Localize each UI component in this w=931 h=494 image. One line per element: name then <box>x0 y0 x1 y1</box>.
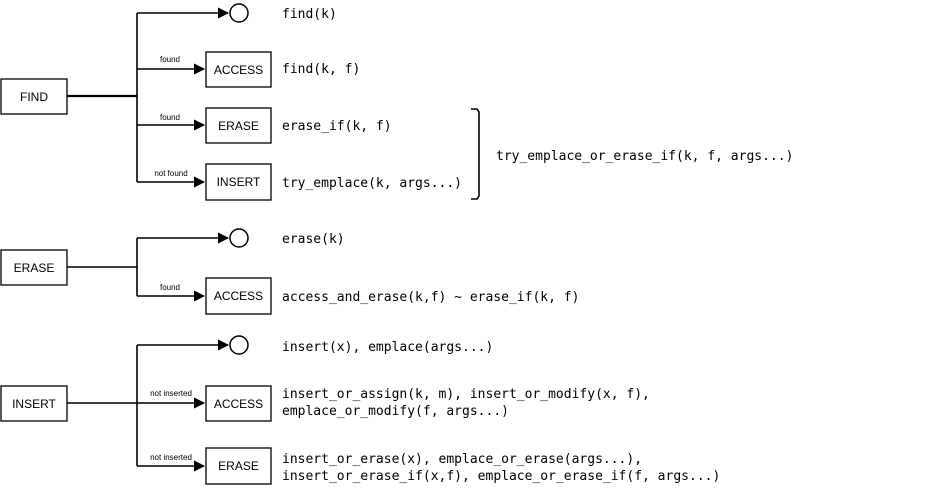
insert-erase-node <box>205 447 272 485</box>
insert-access-label: ACCESS <box>214 397 263 411</box>
find-combined-text: try_emplace_or_erase_if(k, f, args...) <box>496 149 793 164</box>
find-node-label: FIND <box>20 90 48 104</box>
find-branch-2-text: erase_if(k, f) <box>282 119 392 134</box>
erase-group: ERASE erase(k) found ACCESS access_and_e… <box>0 228 579 315</box>
insert-branch-0-text: insert(x), emplace(args...) <box>282 340 493 355</box>
find-branch-3-text: try_emplace(k, args...) <box>282 176 462 191</box>
find-node <box>0 78 68 115</box>
find-branch-3-condition: not found <box>154 169 187 178</box>
insert-branch-2-line-0: insert_or_erase(x), emplace_or_erase(arg… <box>282 452 642 467</box>
find-branch-1-condition: found <box>160 55 180 64</box>
erase-access-label: ACCESS <box>214 289 263 303</box>
find-erase-node <box>205 107 272 144</box>
erase-node-label: ERASE <box>14 261 55 275</box>
find-insert-node <box>205 163 272 201</box>
insert-branch-2-condition: not inserted <box>150 453 192 462</box>
insert-branch-2-line-1: insert_or_erase_if(x,f), emplace_or_eras… <box>282 469 720 484</box>
find-branch-1-text: find(k, f) <box>282 62 360 77</box>
insert-group: INSERT insert(x), emplace(args...) not i… <box>0 335 720 485</box>
find-access-label: ACCESS <box>214 63 263 77</box>
insert-node-label: INSERT <box>12 397 56 411</box>
find-insert-label: INSERT <box>217 175 261 189</box>
find-branch-0-text: find(k) <box>282 7 337 22</box>
find-group: FIND find(k) found ACCESS find(k, f) fou… <box>0 3 793 201</box>
insert-access-node <box>205 385 272 422</box>
insert-terminal-node <box>229 335 249 355</box>
erase-branch-0-text: erase(k) <box>282 232 345 247</box>
erase-branch-1-text: access_and_erase(k,f) ~ erase_if(k, f) <box>282 290 579 305</box>
find-branch-2-condition: found <box>160 113 180 122</box>
insert-node <box>0 385 68 422</box>
insert-branch-1-condition: not inserted <box>150 389 192 398</box>
erase-access-node <box>205 277 272 315</box>
find-erase-label: ERASE <box>218 119 259 133</box>
erase-terminal-node <box>229 228 249 248</box>
erase-branch-1-condition: found <box>160 283 180 292</box>
insert-branch-1-line-1: emplace_or_modify(f, args...) <box>282 404 509 419</box>
find-access-node <box>205 51 272 88</box>
find-terminal-node <box>229 3 249 23</box>
erase-node <box>0 249 68 286</box>
insert-erase-label: ERASE <box>218 459 259 473</box>
insert-branch-1-line-0: insert_or_assign(k, m), insert_or_modify… <box>282 387 650 402</box>
combined-bracket <box>471 108 480 200</box>
